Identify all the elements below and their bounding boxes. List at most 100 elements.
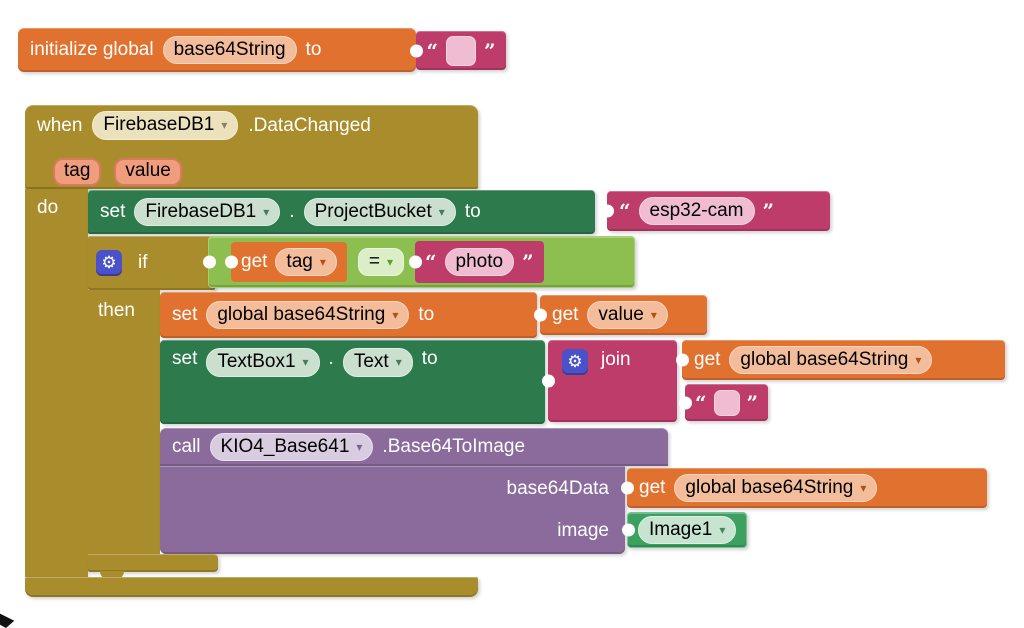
string-value-field[interactable]: esp32-cam xyxy=(638,196,755,226)
join-keyword: join xyxy=(601,349,631,370)
get-global-base64string-block-join[interactable]: get global base64String ▾ xyxy=(682,340,1005,380)
open-quote: “ xyxy=(426,38,438,63)
operator-symbol: = xyxy=(368,250,380,272)
property-dropdown[interactable]: Text ▾ xyxy=(342,348,413,377)
if-block-then-spine[interactable]: then xyxy=(88,290,160,554)
event-name: .DataChanged xyxy=(248,114,371,136)
close-quote: ” xyxy=(484,38,496,63)
get-keyword: get xyxy=(639,477,666,498)
empty-string-field[interactable] xyxy=(446,35,476,66)
variable-dropdown[interactable]: global base64String ▾ xyxy=(729,345,933,375)
event-param-value[interactable]: value xyxy=(114,158,182,187)
text-block-esp32cam[interactable]: “ esp32-cam ” xyxy=(607,191,830,231)
chevron-down-icon: ▾ xyxy=(221,118,228,133)
variable-dropdown[interactable]: global base64String ▾ xyxy=(206,300,410,330)
variable-dropdown[interactable]: tag ▾ xyxy=(275,247,337,277)
chevron-down-icon: ▾ xyxy=(263,204,270,219)
when-event-block[interactable]: when FirebaseDB1 ▾ .DataChanged tag valu… xyxy=(25,105,478,189)
then-label: then xyxy=(98,300,135,321)
chevron-down-icon: ▾ xyxy=(392,307,399,322)
variable-dropdown[interactable]: value ▾ xyxy=(587,300,668,330)
set-keyword: set xyxy=(172,348,198,369)
component-dropdown[interactable]: FirebaseDB1 ▾ xyxy=(134,197,281,227)
param-label-image: image xyxy=(557,520,609,541)
gear-glyph: ⚙ xyxy=(567,352,583,371)
method-name: .Base64ToImage xyxy=(382,436,526,457)
text-block-photo[interactable]: “ photo ” xyxy=(415,241,544,283)
chevron-down-icon: ▾ xyxy=(386,254,394,269)
component-name: Image1 xyxy=(649,518,713,540)
component-name: FirebaseDB1 xyxy=(103,114,215,136)
mouse-cursor-icon xyxy=(0,613,15,628)
chevron-down-icon: ▾ xyxy=(719,522,726,537)
empty-string-block-init[interactable]: “ ” xyxy=(416,31,506,70)
variable-name: global base64String xyxy=(740,348,909,370)
empty-string-block-join[interactable]: “ ” xyxy=(685,384,768,421)
component-name: KIO4_Base641 xyxy=(220,435,350,457)
string-value: esp32-cam xyxy=(649,199,744,221)
chevron-down-icon: ▾ xyxy=(356,439,363,454)
param-value-label: value xyxy=(125,160,171,182)
set-textbox-text-block[interactable]: set TextBox1 ▾ . Text ▾ to xyxy=(160,340,545,424)
image1-component-block[interactable]: Image1 ▾ xyxy=(627,512,747,548)
close-quote: ” xyxy=(522,250,534,274)
equals-comparison-block[interactable]: get tag ▾ = ▾ “ photo ” xyxy=(208,236,635,288)
if-block[interactable]: ⚙ if xyxy=(88,236,215,290)
dot-separator: . xyxy=(328,348,334,369)
close-quote: ” xyxy=(746,390,759,415)
variable-name: value xyxy=(598,303,644,325)
set-global-base64string-block[interactable]: set global base64String ▾ to xyxy=(160,292,537,338)
dot-separator: . xyxy=(289,201,295,222)
call-keyword: call xyxy=(172,436,201,457)
initialize-keyword: initialize global xyxy=(30,39,154,60)
property-dropdown[interactable]: ProjectBucket ▾ xyxy=(303,197,456,227)
get-keyword: get xyxy=(552,304,579,325)
when-block-spine[interactable]: do xyxy=(25,189,88,577)
get-keyword: get xyxy=(241,251,268,272)
gear-glyph: ⚙ xyxy=(101,253,117,272)
set-keyword: set xyxy=(172,304,198,325)
call-extension-block[interactable]: call KIO4_Base641 ▾ .Base64ToImage xyxy=(160,428,668,466)
initialize-global-block[interactable]: initialize global base64String to xyxy=(18,28,416,72)
mutator-gear-icon[interactable]: ⚙ xyxy=(96,250,122,276)
to-label: to xyxy=(421,348,438,369)
get-global-base64string-block-param[interactable]: get global base64String ▾ xyxy=(627,468,987,508)
get-tag-block[interactable]: get tag ▾ xyxy=(231,242,347,282)
variable-dropdown[interactable]: global base64String ▾ xyxy=(674,473,878,503)
when-keyword: when xyxy=(37,114,83,136)
get-keyword: get xyxy=(694,349,721,370)
do-label: do xyxy=(37,197,59,218)
to-label: to xyxy=(305,39,322,60)
chevron-down-icon: ▾ xyxy=(915,352,922,367)
chevron-down-icon: ▾ xyxy=(302,354,309,369)
event-param-tag[interactable]: tag xyxy=(53,158,102,187)
component-dropdown[interactable]: KIO4_Base641 ▾ xyxy=(209,432,374,462)
join-block[interactable]: ⚙ join xyxy=(548,340,677,422)
property-name: ProjectBucket xyxy=(314,200,432,222)
param-label-base64data: base64Data xyxy=(506,478,609,499)
component-dropdown[interactable]: Image1 ▾ xyxy=(638,515,737,545)
close-quote: ” xyxy=(762,199,775,223)
open-quote: “ xyxy=(619,199,631,223)
if-block-bottom-notch xyxy=(100,571,124,580)
get-value-block[interactable]: get value ▾ xyxy=(540,295,707,335)
property-name: Text xyxy=(353,351,389,372)
call-extension-params[interactable]: base64Data image xyxy=(160,466,625,554)
empty-string-field[interactable] xyxy=(713,389,740,416)
chevron-down-icon: ▾ xyxy=(438,204,445,219)
operator-dropdown[interactable]: = ▾ xyxy=(357,247,405,277)
mutator-gear-icon[interactable]: ⚙ xyxy=(562,349,588,375)
component-dropdown[interactable]: FirebaseDB1 ▾ xyxy=(92,111,239,140)
string-value-field[interactable]: photo xyxy=(444,247,515,277)
component-name: FirebaseDB1 xyxy=(145,200,257,222)
set-projectbucket-block[interactable]: set FirebaseDB1 ▾ . ProjectBucket ▾ to xyxy=(88,190,595,234)
variable-name-field[interactable]: base64String xyxy=(162,35,297,65)
open-quote: “ xyxy=(425,250,437,274)
variable-name: global base64String xyxy=(217,303,386,325)
param-tag-label: tag xyxy=(64,160,91,182)
chevron-down-icon: ▾ xyxy=(650,307,657,322)
if-block-bottom-bar[interactable] xyxy=(88,554,218,572)
component-dropdown[interactable]: TextBox1 ▾ xyxy=(206,348,320,377)
when-block-bottom-bar[interactable] xyxy=(25,577,478,597)
